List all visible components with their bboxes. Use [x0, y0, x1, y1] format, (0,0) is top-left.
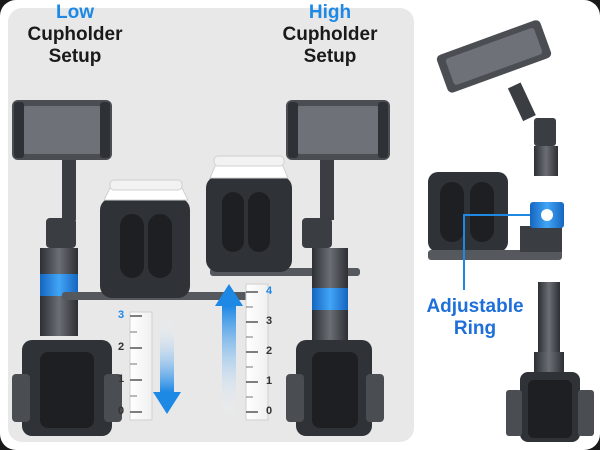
high-scale-label: 1 [266, 375, 273, 387]
high-title-line3: Setup [303, 46, 357, 67]
high-setup-title: High Cupholder Setup [268, 2, 392, 68]
callout-line1: Adjustable [426, 296, 524, 317]
high-scale-label: 2 [266, 345, 273, 357]
low-scale-label: 1 [118, 373, 125, 385]
ring-icon [530, 202, 564, 228]
high-title-line2: Cupholder [282, 24, 378, 45]
high-setup-device [206, 100, 390, 436]
low-height-scale [129, 311, 153, 421]
adjustable-ring-callout: Adjustable Ring [406, 296, 544, 340]
arrow-down-icon [153, 318, 181, 414]
low-setup-title: Low Cupholder Setup [20, 2, 130, 68]
callout-line2: Ring [453, 318, 497, 339]
adjustable-ring-high [312, 288, 348, 310]
high-title-accent: High [308, 2, 352, 23]
high-height-scale [245, 283, 269, 421]
low-title-line2: Cupholder [27, 24, 123, 45]
low-title-line3: Setup [48, 46, 102, 67]
adjustable-ring-low [40, 274, 78, 296]
high-scale-label: 3 [266, 315, 273, 327]
low-scale-label: 0 [118, 405, 125, 417]
high-scale-max-label: 4 [266, 285, 273, 297]
detail-base-pole [506, 282, 594, 442]
detail-phone-mount [436, 20, 558, 176]
high-scale-label: 0 [266, 405, 273, 417]
callout-line [463, 214, 530, 290]
detail-cup-holder [428, 172, 562, 260]
arrow-up-icon [215, 284, 243, 418]
low-scale-max-label: 3 [118, 309, 125, 321]
low-setup-device [12, 100, 262, 436]
low-title-accent: Low [56, 2, 94, 23]
cup-holder-icon [100, 198, 190, 298]
low-scale-label: 2 [118, 341, 125, 353]
